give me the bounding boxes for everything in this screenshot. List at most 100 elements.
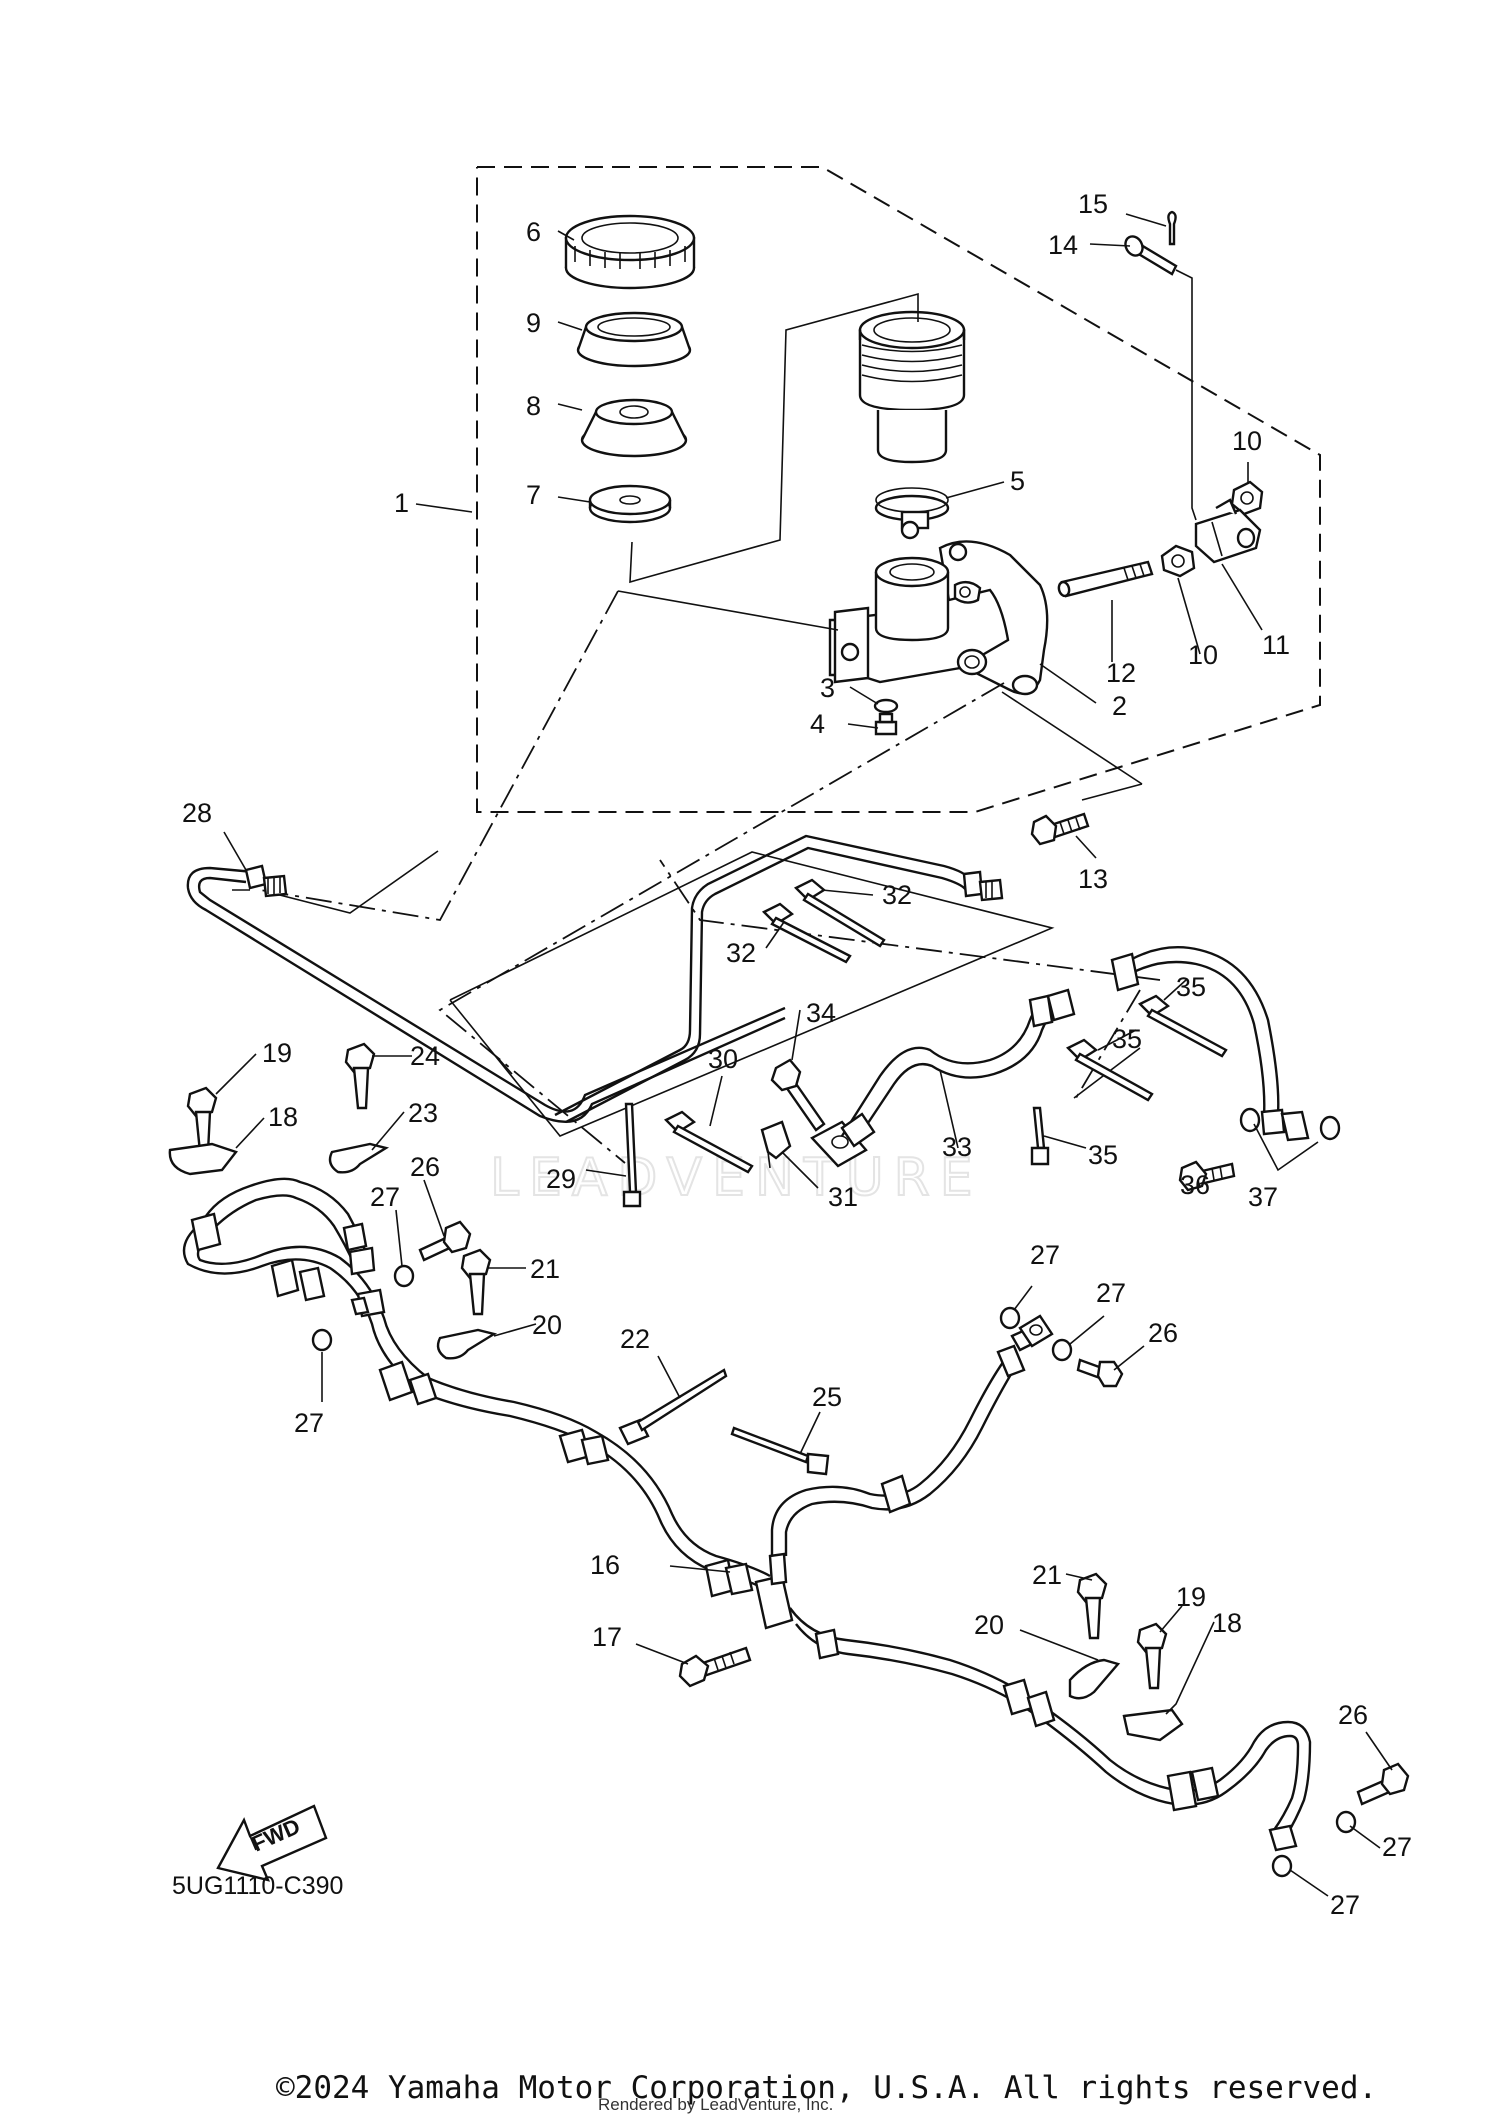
callout-24[interactable]: 24 bbox=[410, 1041, 440, 1071]
callout-20-left[interactable]: 20 bbox=[532, 1310, 562, 1340]
callout-27-e[interactable]: 27 bbox=[1382, 1832, 1412, 1862]
callout-18-left[interactable]: 18 bbox=[268, 1102, 298, 1132]
part-27-washer-d[interactable] bbox=[1051, 1338, 1073, 1362]
part-32-tie-lower[interactable] bbox=[761, 902, 852, 964]
callout-27-f[interactable]: 27 bbox=[1330, 1890, 1360, 1920]
part-18-clip-right[interactable] bbox=[1122, 1708, 1184, 1742]
part-18-clip-left[interactable] bbox=[168, 1142, 238, 1176]
part-20-clip-right[interactable] bbox=[1068, 1658, 1121, 1700]
part-29-tie[interactable] bbox=[622, 1102, 642, 1208]
callout-20-right[interactable]: 20 bbox=[974, 1610, 1004, 1640]
part-14-pin[interactable] bbox=[1122, 233, 1178, 276]
callout-36[interactable]: 36 bbox=[1180, 1170, 1210, 1200]
callout-8[interactable]: 8 bbox=[526, 391, 541, 421]
upper-brake-pipe[interactable] bbox=[554, 834, 1004, 1124]
part-20-clip-left[interactable] bbox=[436, 1328, 498, 1360]
callout-21-right[interactable]: 21 bbox=[1032, 1560, 1062, 1590]
callout-18-right[interactable]: 18 bbox=[1212, 1608, 1242, 1638]
callout-35-lower[interactable]: 35 bbox=[1088, 1140, 1118, 1170]
part-2-master-cylinder[interactable] bbox=[828, 540, 1049, 696]
part-11-clevis[interactable] bbox=[1194, 498, 1262, 564]
callout-12[interactable]: 12 bbox=[1106, 658, 1136, 688]
part-6-cap[interactable] bbox=[564, 214, 696, 290]
callout-26-lower-right[interactable]: 26 bbox=[1338, 1700, 1368, 1730]
part-26-bolt-lower-right[interactable] bbox=[1356, 1762, 1410, 1806]
part-7-float[interactable] bbox=[588, 484, 672, 524]
callout-11[interactable]: 11 bbox=[1262, 630, 1290, 660]
part-23-clip[interactable] bbox=[328, 1142, 390, 1174]
part-35-tie-upper[interactable] bbox=[1137, 994, 1228, 1058]
part-3-washer[interactable] bbox=[873, 698, 899, 714]
callout-27-d[interactable]: 27 bbox=[1096, 1278, 1126, 1308]
callout-5[interactable]: 5 bbox=[1010, 466, 1025, 496]
callout-4[interactable]: 4 bbox=[810, 709, 825, 739]
fitting-left-end[interactable] bbox=[350, 1288, 386, 1318]
part-35-hose[interactable] bbox=[1110, 946, 1286, 1136]
callout-34[interactable]: 34 bbox=[806, 998, 836, 1028]
part-8-diaphragm[interactable] bbox=[580, 398, 688, 458]
callout-27-a[interactable]: 27 bbox=[370, 1182, 400, 1212]
part-13-bolt[interactable] bbox=[1030, 812, 1090, 846]
callout-19-right[interactable]: 19 bbox=[1176, 1582, 1206, 1612]
callout-26-left[interactable]: 26 bbox=[410, 1152, 440, 1182]
callout-16[interactable]: 16 bbox=[590, 1550, 620, 1580]
part-21-bolt-left[interactable] bbox=[460, 1248, 492, 1316]
part-35-tie-lower[interactable] bbox=[1030, 1106, 1050, 1166]
callout-13[interactable]: 13 bbox=[1078, 864, 1108, 894]
callout-3[interactable]: 3 bbox=[820, 673, 835, 703]
part-24-bolt[interactable] bbox=[344, 1042, 376, 1110]
callout-31[interactable]: 31 bbox=[828, 1182, 858, 1212]
part-5-clamp[interactable] bbox=[874, 487, 950, 540]
part-27-washer-a[interactable] bbox=[393, 1264, 415, 1288]
callout-22[interactable]: 22 bbox=[620, 1324, 650, 1354]
callout-14[interactable]: 14 bbox=[1048, 230, 1078, 260]
callout-27-b[interactable]: 27 bbox=[294, 1408, 324, 1438]
banjo-union[interactable] bbox=[810, 1120, 868, 1168]
reservoir-body[interactable] bbox=[858, 310, 966, 464]
part-27-washer-f[interactable] bbox=[1271, 1854, 1293, 1878]
callout-17[interactable]: 17 bbox=[592, 1622, 622, 1652]
callout-29[interactable]: 29 bbox=[546, 1164, 576, 1194]
part-10-nut-top[interactable] bbox=[1230, 480, 1264, 516]
part-30-tie[interactable] bbox=[663, 1110, 754, 1174]
part-12-pushrod[interactable] bbox=[1057, 560, 1154, 598]
callout-32-lower[interactable]: 32 bbox=[726, 938, 756, 968]
part-34-bolt[interactable] bbox=[770, 1058, 826, 1132]
callout-28[interactable]: 28 bbox=[182, 798, 212, 828]
callout-9[interactable]: 9 bbox=[526, 308, 541, 338]
part-25-tie[interactable] bbox=[730, 1426, 830, 1476]
callout-25[interactable]: 25 bbox=[812, 1382, 842, 1412]
callout-30[interactable]: 30 bbox=[708, 1044, 738, 1074]
part-10-nut-lower[interactable] bbox=[1160, 544, 1196, 578]
part-9-plate[interactable] bbox=[576, 311, 692, 368]
part-26-bolt-right[interactable] bbox=[1076, 1358, 1124, 1388]
callout-15[interactable]: 15 bbox=[1078, 189, 1108, 219]
part-27-washer-b[interactable] bbox=[311, 1328, 333, 1352]
part-22-tie[interactable] bbox=[618, 1368, 728, 1446]
part-17-bolt[interactable] bbox=[678, 1646, 752, 1688]
callout-27-c[interactable]: 27 bbox=[1030, 1240, 1060, 1270]
part-35-tie-middle[interactable] bbox=[1065, 1038, 1154, 1102]
callout-10-top[interactable]: 10 bbox=[1232, 426, 1262, 456]
callout-26-right[interactable]: 26 bbox=[1148, 1318, 1178, 1348]
fitting-37[interactable] bbox=[1280, 1110, 1310, 1142]
part-19-bolt-left[interactable] bbox=[186, 1086, 218, 1154]
part-37-washer-right[interactable] bbox=[1319, 1115, 1341, 1141]
callout-1[interactable]: 1 bbox=[394, 488, 409, 518]
callout-19-left[interactable]: 19 bbox=[262, 1038, 292, 1068]
part-16-brake-hose[interactable] bbox=[182, 1177, 1312, 1852]
callout-10-lower[interactable]: 10 bbox=[1188, 640, 1218, 670]
fitting-26-27-upper[interactable] bbox=[1018, 1314, 1054, 1348]
part-15-cotter-pin[interactable] bbox=[1167, 210, 1177, 246]
callout-7[interactable]: 7 bbox=[526, 480, 541, 510]
part-27-washer-c[interactable] bbox=[999, 1306, 1021, 1330]
callout-35-middle[interactable]: 35 bbox=[1112, 1024, 1142, 1054]
part-33-hose[interactable] bbox=[840, 988, 1076, 1148]
callout-32-upper[interactable]: 32 bbox=[882, 880, 912, 910]
callout-33[interactable]: 33 bbox=[942, 1132, 972, 1162]
part-27-washer-e[interactable] bbox=[1335, 1810, 1357, 1834]
callout-6[interactable]: 6 bbox=[526, 217, 541, 247]
part-32-tie-upper[interactable] bbox=[793, 878, 886, 948]
callout-37[interactable]: 37 bbox=[1248, 1182, 1278, 1212]
callout-35-upper[interactable]: 35 bbox=[1176, 972, 1206, 1002]
